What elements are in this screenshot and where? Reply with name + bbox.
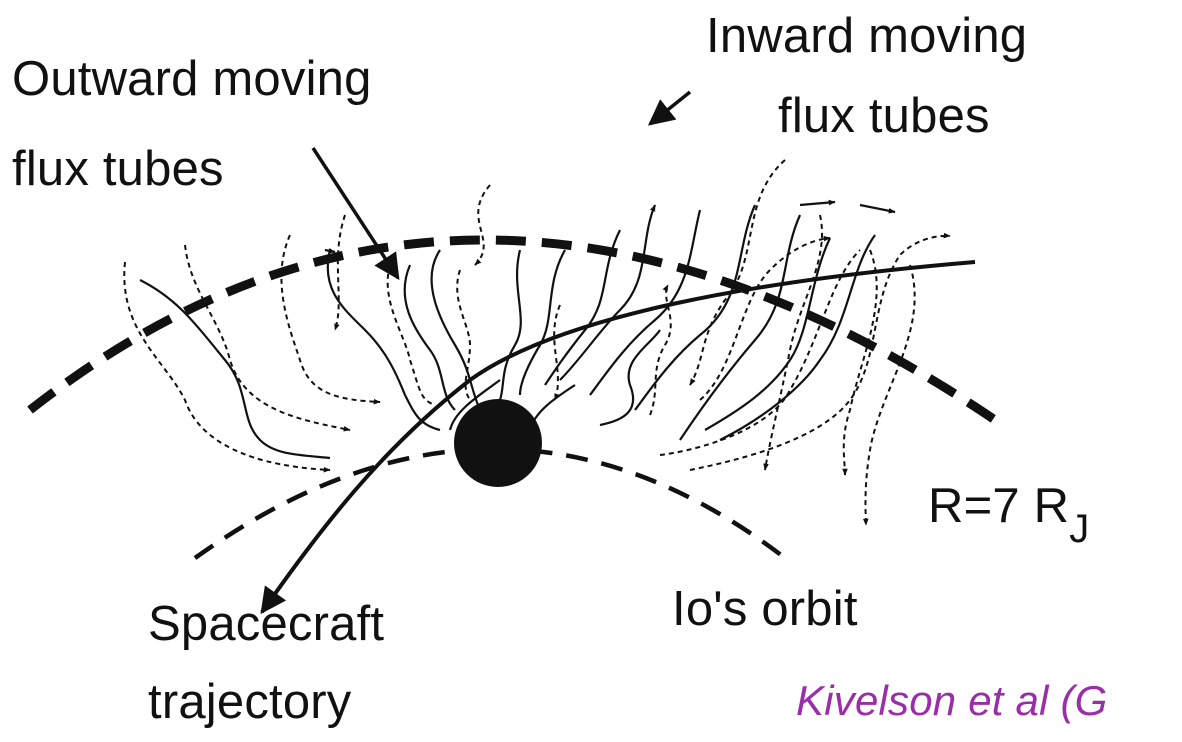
flux-tube-dotted [388,265,435,405]
flux-tube-dotted [124,262,330,470]
radius-label-main: R=7 R [928,479,1069,533]
flux-tube-solid [140,280,330,458]
r7-boundary-arc [30,240,995,420]
flux-tube-dotted [185,245,350,430]
flux-tube-solid [520,250,565,395]
flux-tube-solid [432,250,478,405]
flux-tube-solid [405,265,455,410]
io-moon [454,399,542,487]
citation-label: Kivelson et al (G [796,680,1108,722]
inward-label-line2: flux tubes [778,92,990,141]
outward-label-line2: flux tubes [12,145,224,194]
flux-tube-solid [860,205,895,212]
flux-tube-dotted [335,215,345,330]
inward-pointer-line [650,92,690,124]
flux-tube-dotted [475,185,490,265]
flux-tube-solid [560,205,655,380]
flux-tube-solid [325,250,335,252]
flux-tube-solid [705,238,830,430]
flux-tube-solid [500,250,521,400]
outward-label-line1: Outward moving [12,55,372,104]
io-orbit-label: Io's orbit [672,585,858,634]
inward-label-line1: Inward moving [706,12,1027,61]
spacecraft-trajectory [262,262,975,612]
flux-tube-dotted [554,305,560,400]
flux-tube-dotted [865,265,914,525]
trajectory-label-line1: Spacecraft [148,600,384,649]
radius-label-subscript: J [1069,507,1089,551]
trajectory-label-line2: trajectory [148,678,352,727]
flux-tube-solid [800,202,835,205]
radius-label: R=7 RJ [928,482,1089,531]
